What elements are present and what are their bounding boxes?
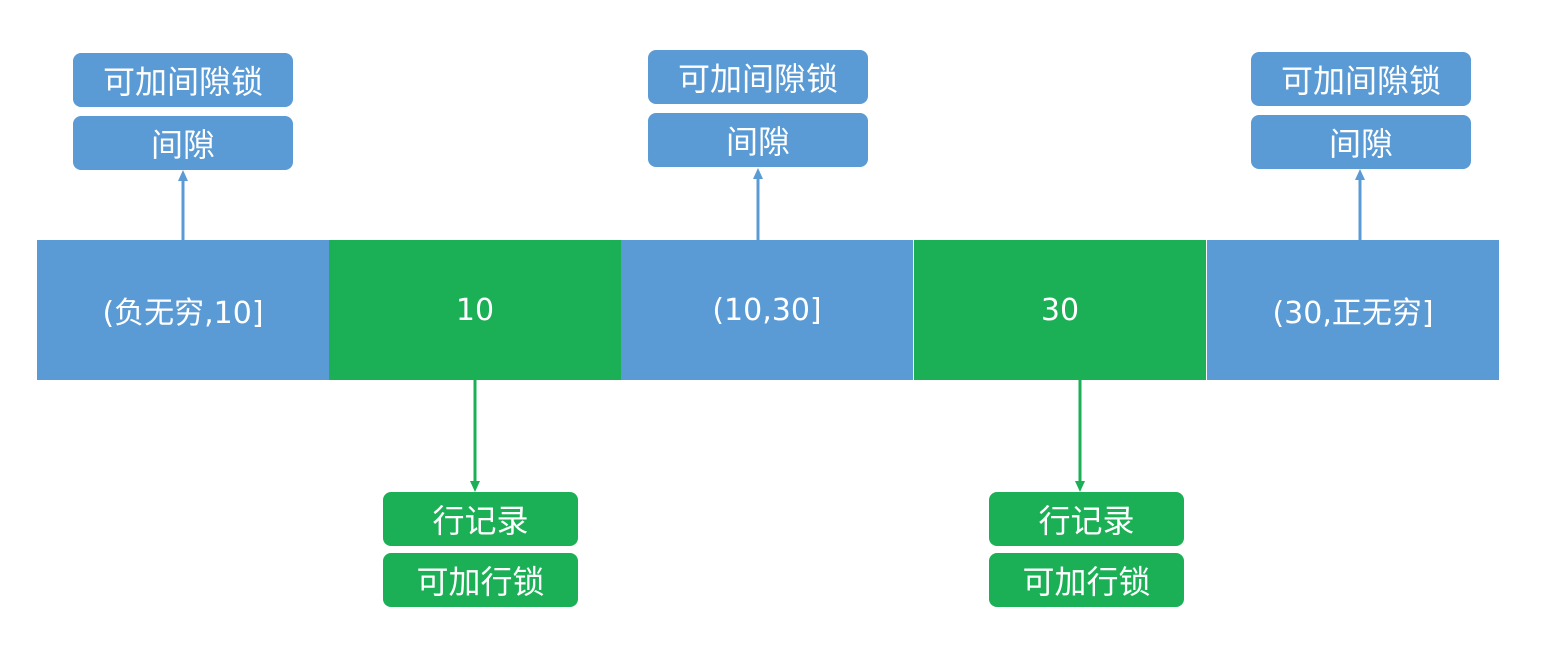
row-lock-tag-2: 可加行锁 xyxy=(989,553,1184,607)
segment-neg-inf-10: (负无穷,10] xyxy=(37,240,329,380)
gap-arrowhead-1 xyxy=(178,170,188,181)
segment-record-30: 30 xyxy=(914,240,1206,380)
segment-30-pos-inf: (30,正无穷] xyxy=(1207,240,1499,380)
gap-tag-1: 间隙 xyxy=(73,116,293,170)
gap-lock-tag-3: 可加间隙锁 xyxy=(1251,52,1471,106)
gap-lock-tag-2: 可加间隙锁 xyxy=(648,50,868,104)
gap-lock-tag-1: 可加间隙锁 xyxy=(73,53,293,107)
gap-tag-3: 间隙 xyxy=(1251,115,1471,169)
record-tag-1: 行记录 xyxy=(383,492,578,546)
record-tag-2: 行记录 xyxy=(989,492,1184,546)
record-arrowhead-2 xyxy=(1075,481,1085,492)
gap-arrowhead-2 xyxy=(753,168,763,179)
row-lock-tag-1: 可加行锁 xyxy=(383,553,578,607)
segment-10-30: (10,30] xyxy=(621,240,913,380)
gap-arrowhead-3 xyxy=(1355,169,1365,180)
segment-record-10: 10 xyxy=(329,240,621,380)
record-arrowhead-1 xyxy=(470,481,480,492)
gap-tag-2: 间隙 xyxy=(648,113,868,167)
